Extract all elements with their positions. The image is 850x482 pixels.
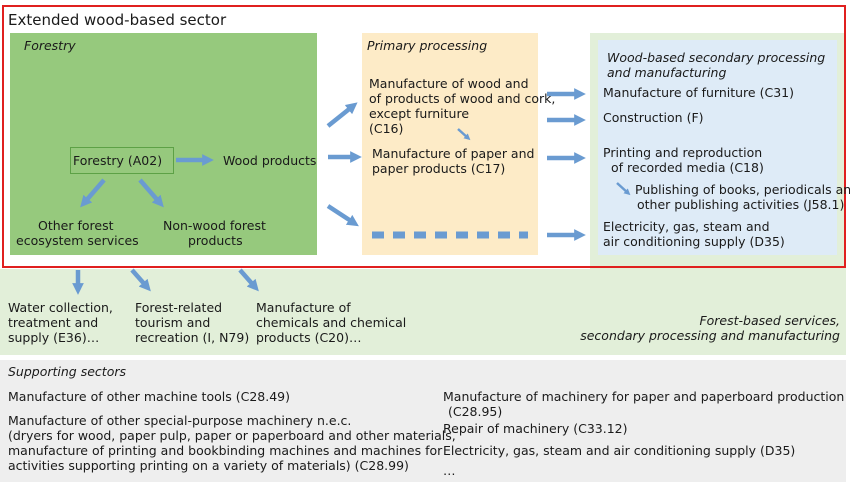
c18-line-1: Printing and reproduction [603, 145, 763, 160]
other-services-line-1: Other forest [38, 218, 114, 233]
c17-line-1: Manufacture of paper and [372, 146, 535, 161]
supporting-sectors-box [0, 360, 846, 482]
c16-line-2: of products of wood and cork, [369, 91, 556, 106]
chemicals-line-1: Manufacture of [256, 300, 351, 315]
secondary-processing-box [598, 40, 837, 255]
supporting-c2899-line-2: (dryers for wood, paper pulp, paper or p… [8, 428, 456, 443]
c16-line-3: except furniture [369, 106, 470, 121]
c18-line-2: of recorded media (C18) [611, 160, 764, 175]
forestry-a02-node [70, 147, 174, 174]
other-services-line-2: ecosystem services [16, 233, 139, 248]
j58-line-2: other publishing activities (J58.1) [637, 197, 845, 212]
water-line-2: treatment and [8, 315, 99, 330]
secondary-title-line-2: and manufacturing [607, 65, 727, 80]
non-wood-line-2: products [188, 233, 243, 248]
arrow-wood-to-c16 [326, 102, 358, 128]
c31-label: Manufacture of furniture (C31) [603, 85, 794, 100]
arrow-to-tourism [130, 268, 151, 292]
tourism-line-2: tourism and [135, 315, 211, 330]
supporting-c2849: Manufacture of other machine tools (C28.… [8, 389, 290, 404]
primary-processing-box [362, 33, 538, 255]
arrow-c18-to-j58 [616, 182, 631, 196]
services-title-line-1: Forest-based services, [699, 313, 840, 328]
c16-line-1: Manufacture of wood and [369, 76, 529, 91]
chemicals-line-2: chemicals and chemical [256, 315, 407, 330]
extended-sector-title: Extended wood-based sector [8, 11, 227, 29]
forestry-box [10, 33, 317, 255]
supporting-c2895-line-1: Manufacture of machinery for paper and p… [443, 389, 845, 404]
arrow-to-chemicals [238, 268, 259, 292]
d35-line-1: Electricity, gas, steam and [603, 219, 770, 234]
supporting-c2899-line-4: activities supporting printing on a vari… [8, 458, 409, 473]
arrow-forestry-to-nonwood [138, 178, 164, 208]
tourism-line-3: recreation (I, N79) [135, 330, 250, 345]
supporting-title: Supporting sectors [8, 364, 126, 379]
c17-line-2: paper products (C17) [372, 161, 506, 176]
water-line-3: supply (E36)… [8, 330, 100, 345]
tourism-line-1: Forest-related [135, 300, 223, 315]
extended-sector-frame [2, 5, 846, 268]
non-wood-line-1: Non-wood forest [163, 218, 266, 233]
forestry-title: Forestry [24, 38, 76, 53]
j58-line-1: Publishing of books, periodicals and [635, 182, 850, 197]
primary-title: Primary processing [367, 38, 488, 53]
supporting-c2899-line-1: Manufacture of other special-purpose mac… [8, 413, 352, 428]
secondary-title-line-1: Wood-based secondary processing [607, 50, 826, 65]
supporting-c3312: Repair of machinery (C33.12) [443, 421, 628, 436]
supporting-d35: Electricity, gas, steam and air conditio… [443, 443, 796, 458]
construction-label: Construction (F) [603, 110, 704, 125]
services-title-line-2: secondary processing and manufacturing [580, 328, 840, 343]
arrow-wood-to-other [326, 204, 359, 227]
forestry-a02-label: Forestry (A02) [73, 153, 163, 168]
chemicals-line-3: products (C20)… [256, 330, 362, 345]
c16-line-4: (C16) [369, 121, 404, 136]
arrow-forestry-to-other-services [80, 178, 106, 208]
arrow-c16-to-c17 [457, 128, 471, 141]
water-line-1: Water collection, [8, 300, 113, 315]
supporting-c2895-line-2: (C28.95) [448, 404, 503, 419]
d35-line-2: air conditioning supply (D35) [603, 234, 785, 249]
supporting-c2899-line-3: manufacture of printing and bookbinding … [8, 443, 443, 458]
supporting-ellipsis: … [443, 463, 456, 478]
wood-products-label: Wood products [223, 153, 317, 168]
